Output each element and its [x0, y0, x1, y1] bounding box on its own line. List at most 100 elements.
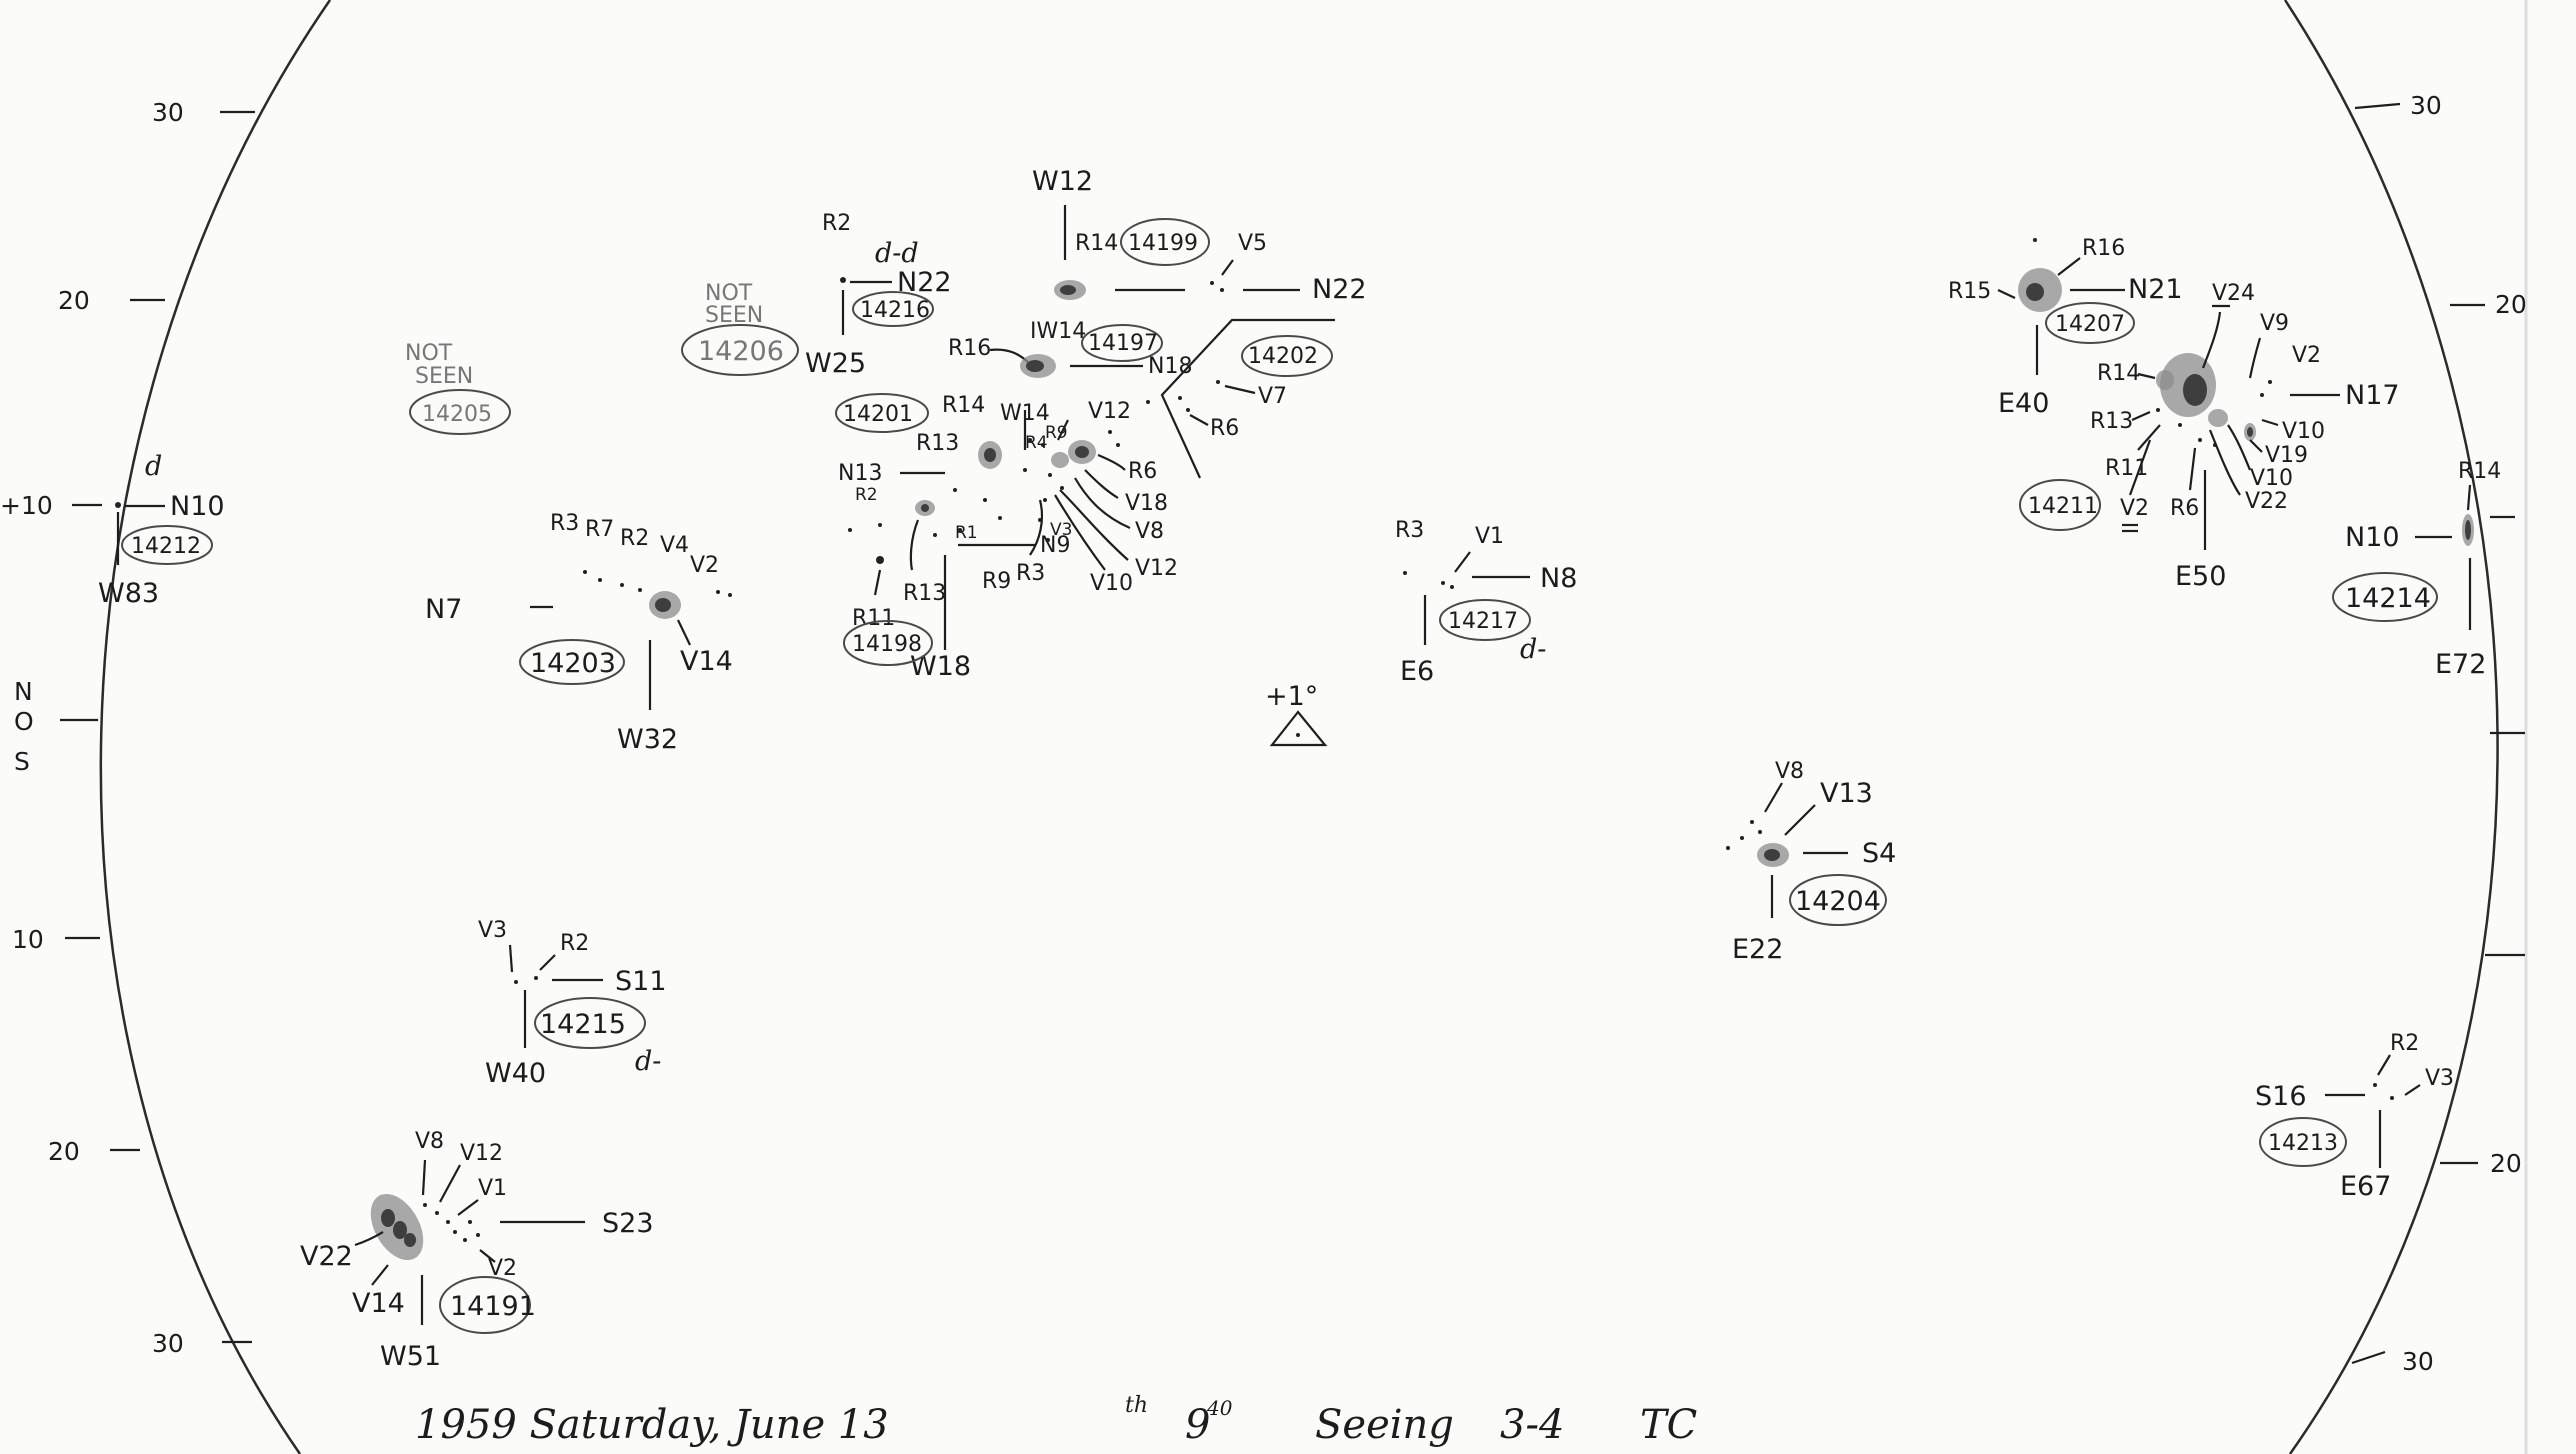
- not-seen-label: SEEN: [705, 303, 763, 328]
- spot-v1: V1: [1475, 524, 1504, 549]
- region-14202: 14202 V7 R6: [1146, 318, 1335, 479]
- lon-w25: W25: [805, 348, 866, 379]
- spot-v12: V12: [1135, 556, 1178, 581]
- region-number-14216: 14216: [860, 298, 930, 323]
- region-14211: V24 V9 V2 N17 R14 R13 V10 V19 V10 V22 R1…: [2019, 281, 2400, 592]
- spot-r3: R3: [1395, 518, 1424, 543]
- pole-label-n: N: [14, 677, 33, 706]
- spot-v12: V12: [1088, 399, 1131, 424]
- lat-n8: N8: [1540, 563, 1577, 594]
- spot-r16: R16: [2082, 236, 2125, 261]
- spot-v12: V12: [460, 1141, 503, 1166]
- spot-r13: R13: [916, 431, 959, 456]
- spot-r9: R9: [1045, 423, 1068, 443]
- region-14207: R15 R16 N21 E40 14207: [1948, 236, 2183, 419]
- spot-v3: V3: [478, 918, 507, 943]
- scale-right-30-south: 30: [2402, 1347, 2434, 1376]
- lon-e22: E22: [1732, 934, 1783, 965]
- center-marker: +1°: [1265, 681, 1328, 747]
- left-latitude-scale: 30 20 +10 10 20 30 N O S: [0, 98, 255, 1358]
- observation-caption: 1959 Saturday, June 13 th 9 40 Seeing 3-…: [415, 1393, 1697, 1448]
- region-number-14204: 14204: [1795, 886, 1881, 917]
- scale-left-10-north: +10: [0, 491, 53, 520]
- spot-v9: V9: [2260, 311, 2289, 336]
- spot-v8: V8: [415, 1129, 444, 1154]
- spot-v7: V7: [1258, 384, 1287, 409]
- lon-w18: W18: [910, 651, 971, 682]
- scale-left-10-south: 10: [12, 925, 44, 954]
- spot-r2: R2: [855, 485, 878, 505]
- region-14191: V8 V12 V1 S23 V22 V14 V2 W51 14191: [300, 1129, 654, 1372]
- pole-label-s: S: [14, 747, 30, 776]
- region-14203: N7 W32 14203 R3 R7 R2 V4 V2 V14: [425, 511, 733, 755]
- region-14199: W12 R14 14199 V5 N22: [1032, 166, 1367, 305]
- pole-label-o: O: [14, 707, 34, 736]
- scale-left-20-south: 20: [48, 1137, 80, 1166]
- spot-r13: R13: [903, 581, 946, 606]
- scale-left-30-south: 30: [152, 1329, 184, 1358]
- region-number-14213: 14213: [2268, 1131, 2338, 1156]
- lon-w83: W83: [98, 578, 159, 609]
- scale-right-20-north: 20: [2495, 290, 2527, 319]
- region-number-14198: 14198: [852, 632, 922, 657]
- spot-v10: V10: [2250, 466, 2293, 491]
- region-number-14201: 14201: [843, 402, 913, 427]
- spot-r7: R7: [585, 517, 614, 542]
- spot-v22: V22: [2245, 489, 2288, 514]
- lat-n7: N7: [425, 594, 462, 625]
- spot-v10: V10: [1090, 571, 1133, 596]
- lat-s11: S11: [615, 966, 667, 997]
- spot-r14: R14: [2097, 361, 2140, 386]
- scale-right-30-north: 30: [2410, 91, 2442, 120]
- note-d-minus: d-: [635, 1046, 661, 1077]
- lat-n9: N9: [1040, 533, 1070, 558]
- spot-v22: V22: [300, 1241, 353, 1272]
- lat-n22: N22: [1312, 274, 1367, 305]
- spot-v14: V14: [680, 646, 733, 677]
- note-d-d: d-d: [875, 238, 919, 269]
- caption-seeing-label: Seeing: [1315, 1402, 1454, 1448]
- not-seen-label: SEEN: [415, 364, 473, 389]
- lon-e40: E40: [1998, 388, 2049, 419]
- spot-r6: R6: [2170, 496, 2199, 521]
- region-14204: V8 V13 S4 E22 14204: [1726, 759, 1896, 965]
- spot-r4: R4: [1025, 433, 1048, 453]
- lat-n10: N10: [170, 491, 225, 522]
- spot-r11: R11: [2105, 456, 2148, 481]
- spot-v19: V19: [2265, 443, 2308, 468]
- spot-r16: R16: [948, 336, 991, 361]
- region-number-14217: 14217: [1448, 609, 1518, 634]
- not-seen-label: NOT: [705, 281, 753, 306]
- region-number-14206: 14206: [698, 336, 784, 367]
- note-d: d: [145, 451, 162, 482]
- caption-date: 1959 Saturday, June 13: [415, 1402, 889, 1448]
- region-14214: R14 N10 E72 14214: [2332, 459, 2501, 680]
- region-number-14197: 14197: [1088, 331, 1158, 356]
- lon-e67: E67: [2340, 1171, 2391, 1202]
- region-number-14191: 14191: [450, 1291, 536, 1322]
- spot-r3: R3: [550, 511, 579, 536]
- spot-v18: V18: [1125, 491, 1168, 516]
- spot-iw14: IW14: [1030, 319, 1086, 344]
- solar-limb-left: [99, 0, 332, 1454]
- spot-r14: R14: [2458, 459, 2501, 484]
- lat-s16: S16: [2255, 1081, 2307, 1112]
- region-number-14207: 14207: [2055, 312, 2125, 337]
- caption-seeing-value: 3-4: [1500, 1402, 1564, 1448]
- lat-s23: S23: [602, 1208, 654, 1239]
- region-number-14199: 14199: [1128, 231, 1198, 256]
- spot-r3: R3: [1016, 561, 1045, 586]
- region-14201: 14201 R14 W14 V12 R4 R9 R13 N13 R2 R6 V1…: [835, 393, 1178, 682]
- spot-r6: R6: [1210, 416, 1239, 441]
- scale-left-30-north: 30: [152, 98, 184, 127]
- lat-n18: N18: [1148, 354, 1192, 379]
- scale-right-20-south: 20: [2490, 1149, 2522, 1178]
- region-number-14212: 14212: [131, 534, 201, 559]
- spot-r1: R1: [955, 523, 978, 543]
- right-latitude-scale: 30 20 20 30: [2351, 91, 2527, 1376]
- note-d-minus: d-: [1520, 634, 1546, 665]
- spot-v2: V2: [690, 553, 719, 578]
- lon-e72: E72: [2435, 649, 2486, 680]
- solar-limb-right: [2283, 0, 2499, 1454]
